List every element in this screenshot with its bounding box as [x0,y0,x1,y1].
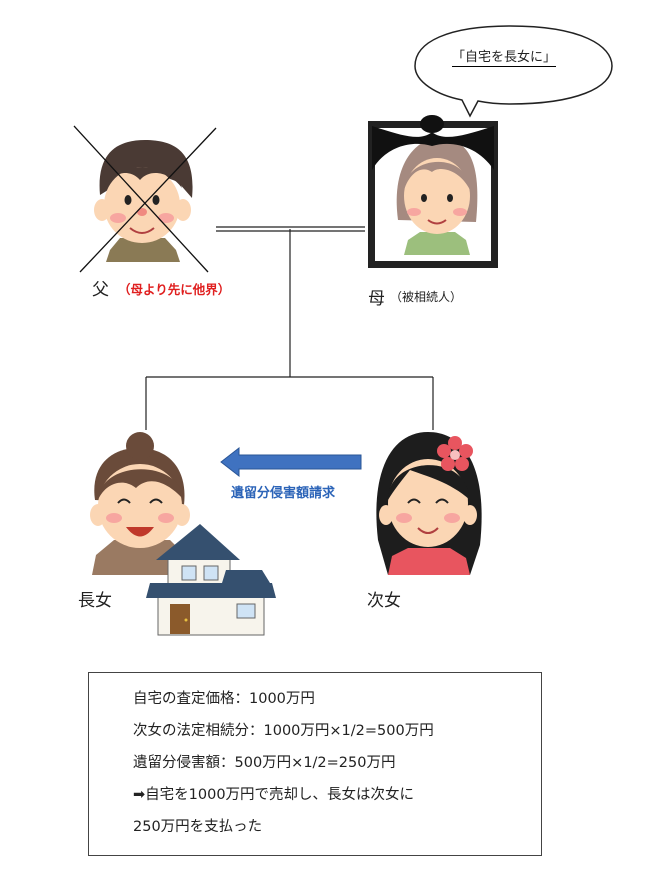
claim-label: 遺留分侵害額請求 [231,486,336,501]
info-line: 自宅の査定価格：1000万円 [133,691,315,707]
mother-portrait [368,115,498,268]
info-line: 遺留分侵害額：500万円×1/2=250万円 [133,755,396,771]
eldest-daughter-label: 長女 [78,591,112,611]
second-daughter-illustration [376,432,482,575]
info-line: 次女の法定相続分：1000万円×1/2=500万円 [133,723,434,739]
father-illustration [73,125,217,273]
deceased-cross [73,125,217,273]
family-lines [145,226,434,430]
eldest-daughter-illustration [90,432,190,575]
info-line: 250万円を支払った [133,819,263,835]
info-line: ➡自宅を1000万円で売却し、長女は次女に [133,787,415,803]
speech-text: 「自宅を長女に」 [452,46,557,67]
flower-icon [437,436,473,471]
speech-bubble [414,25,613,118]
second-daughter-label: 次女 [367,591,401,611]
mother-note: （被相続人） [390,290,463,304]
mother-label: 母 [368,289,385,309]
claim-arrow [220,446,362,478]
house-illustration [146,524,276,636]
calculation-box: 自宅の査定価格：1000万円 次女の法定相続分：1000万円×1/2=500万円… [88,672,542,856]
father-note: （母より先に他界） [118,282,231,297]
father-label: 父 [92,280,109,300]
